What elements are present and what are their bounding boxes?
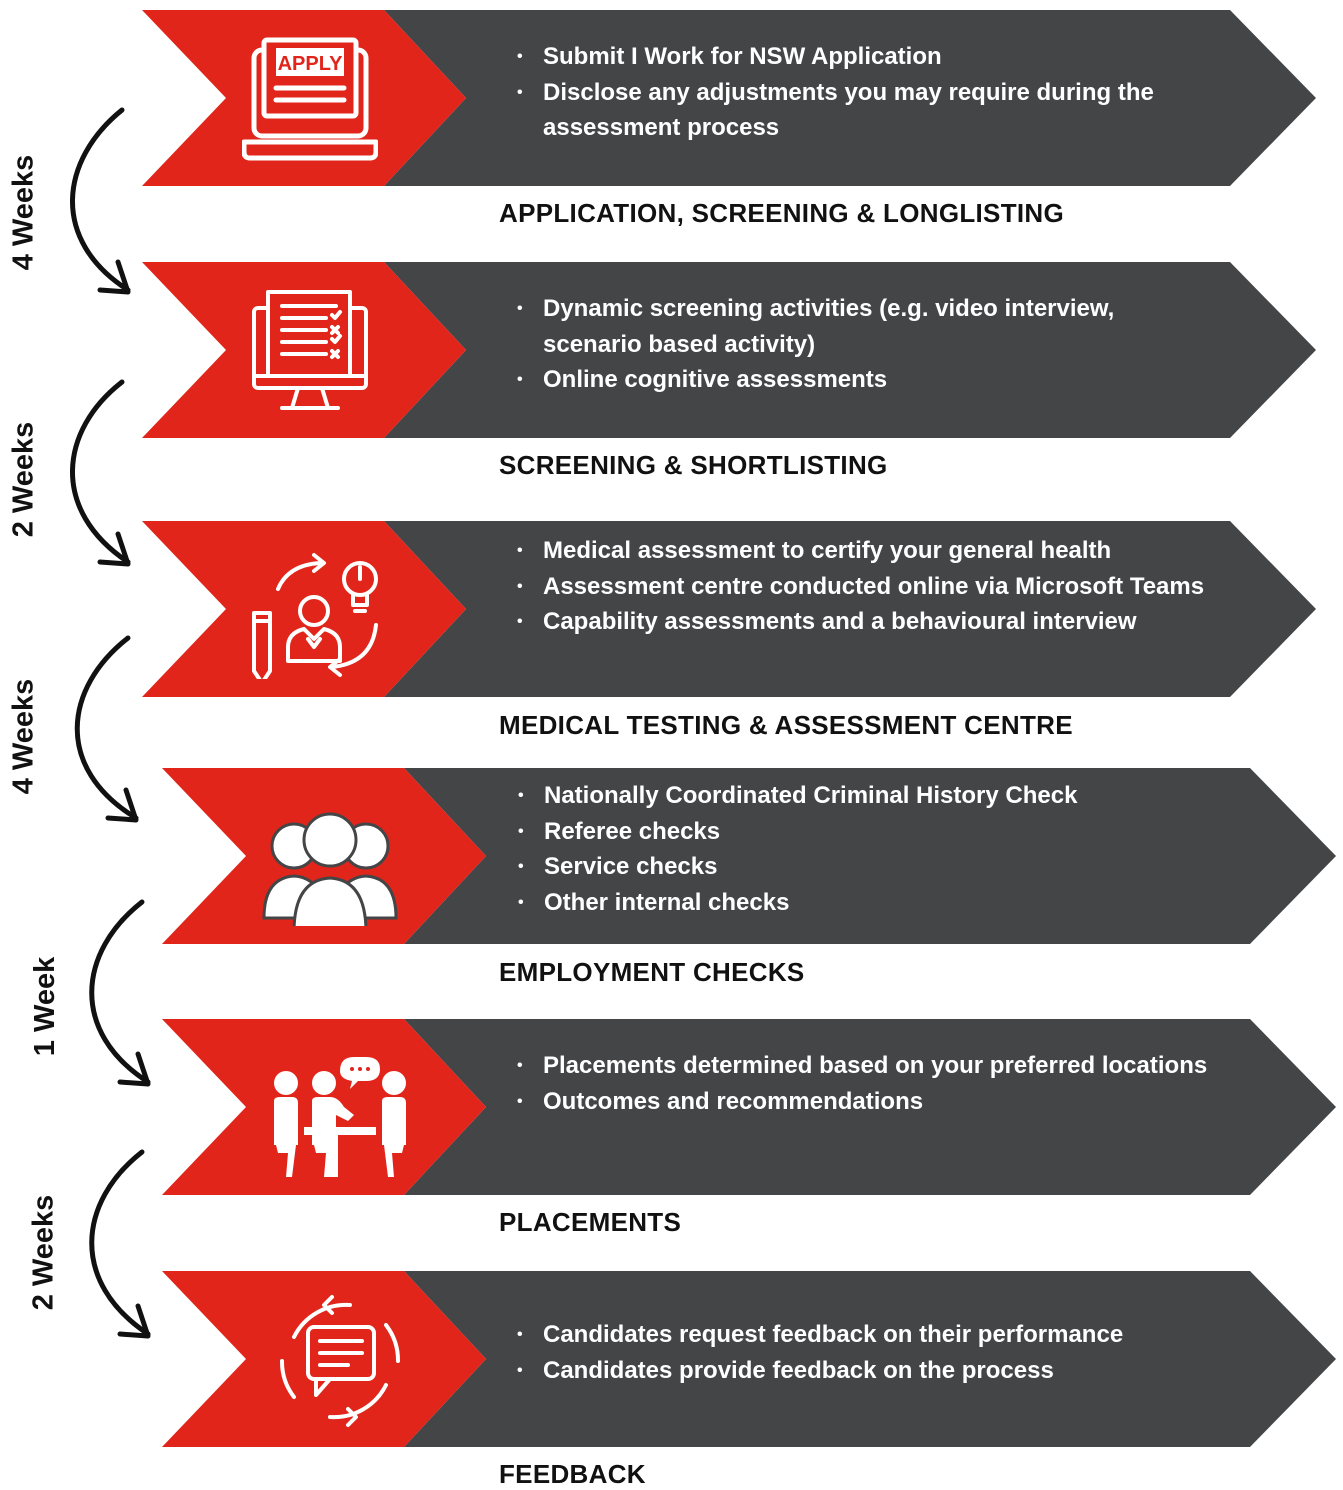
stage-bullets: Submit I Work for NSW Application Disclo… [513,39,1213,146]
bullet-item: Capability assessments and a behavioural… [513,604,1213,640]
stage-feedback: Candidates request feedback on their per… [0,1271,1343,1447]
duration-label: 2 Weeks [7,421,40,538]
meeting-table-icon [272,1041,408,1177]
stage-title: MEDICAL TESTING & ASSESSMENT CENTRE [499,710,1073,740]
stage-bullets: Candidates request feedback on their per… [513,1317,1213,1388]
stage-title: EMPLOYMENT CHECKS [499,957,805,987]
bullet-item: Nationally Coordinated Criminal History … [514,778,1214,814]
feedback-cycle-icon [272,1293,408,1429]
duration-label: 1 Week [29,956,62,1057]
stage-title: PLACEMENTS [499,1207,682,1237]
stage-title: APPLICATION, SCREENING & LONGLISTING [499,198,1065,228]
bullet-item: Candidates request feedback on their per… [513,1317,1213,1353]
bullet-item: Referee checks [514,814,1214,850]
stage-bullets: Nationally Coordinated Criminal History … [514,778,1214,920]
bullet-item: Medical assessment to certify your gener… [513,533,1213,569]
group-people-icon [262,790,398,934]
bullet-item: Dynamic screening activities (e.g. video… [513,291,1213,362]
bullet-item: Submit I Work for NSW Application [513,39,1213,75]
bullet-item: Service checks [514,849,1214,885]
bullet-item: Disclose any adjustments you may require… [513,75,1213,146]
stage-bullets: Medical assessment to certify your gener… [513,533,1213,640]
bullet-item: Online cognitive assessments [513,362,1213,398]
stage-title: FEEDBACK [499,1459,646,1489]
stage-application: APPLY Submit I Work for NSW Application … [0,10,1343,186]
monitor-checklist-icon [242,284,378,420]
bullet-item: Other internal checks [514,885,1214,921]
stage-medical: Medical assessment to certify your gener… [0,521,1343,697]
stage-placements: Placements determined based on your pref… [0,1019,1343,1195]
duration-label: 4 Weeks [7,154,40,271]
stage-bullets: Placements determined based on your pref… [513,1048,1213,1119]
person-idea-cycle-icon [248,543,384,685]
bullet-item: Placements determined based on your pref… [513,1048,1213,1084]
stage-bullets: Dynamic screening activities (e.g. video… [513,291,1213,398]
bullet-item: Outcomes and recommendations [513,1084,1213,1120]
stage-employment-checks: Nationally Coordinated Criminal History … [0,768,1343,944]
stage-screening: Dynamic screening activities (e.g. video… [0,262,1343,438]
bullet-item: Assessment centre conducted online via M… [513,569,1213,605]
stage-title: SCREENING & SHORTLISTING [499,450,888,480]
apply-label: APPLY [278,53,344,75]
bullet-item: Candidates provide feedback on the proce… [513,1353,1213,1389]
laptop-apply-icon: APPLY [241,32,379,168]
duration-label: 4 Weeks [7,678,40,795]
duration-label: 2 Weeks [27,1194,60,1311]
